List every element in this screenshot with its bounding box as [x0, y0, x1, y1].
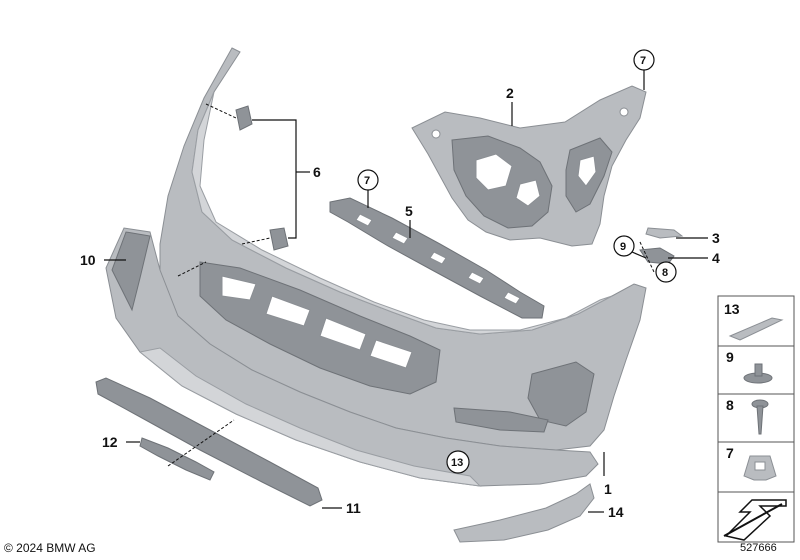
- part-2-carrier: [411, 85, 647, 247]
- svg-text:13: 13: [451, 457, 463, 469]
- circle-callout-13: 13: [446, 450, 470, 474]
- callout-2: 2: [506, 85, 514, 101]
- part-3-clip: [645, 227, 684, 239]
- circle-callout-8: 8: [655, 261, 677, 283]
- svg-text:7: 7: [640, 55, 646, 67]
- callout-3: 3: [712, 230, 720, 246]
- callout-10: 10: [80, 252, 96, 268]
- part-10-lower-lip: [105, 227, 599, 487]
- part-4-clip: [639, 247, 675, 265]
- part-6-bracket-upper: [235, 105, 253, 131]
- callout-14: 14: [608, 504, 624, 520]
- svg-text:8: 8: [662, 267, 668, 279]
- svg-text:13: 13: [724, 301, 740, 317]
- arrow-icon: [724, 499, 787, 541]
- part-6-bracket-lower: [269, 227, 289, 251]
- callout-5: 5: [405, 203, 413, 219]
- document-number: 527666: [740, 542, 777, 554]
- part-11-lower-strip: [95, 377, 323, 507]
- svg-text:9: 9: [620, 241, 626, 253]
- legend-item-9: 9: [726, 349, 773, 384]
- legend-arrow-tile: [723, 499, 787, 541]
- callout-11: 11: [346, 500, 361, 516]
- legend-item-7: 7: [726, 445, 777, 481]
- copyright-text: © 2024 BMW AG: [4, 541, 96, 555]
- callout-4: 4: [712, 250, 720, 266]
- callout-12: 12: [102, 434, 118, 450]
- part-12-insert: [139, 437, 215, 481]
- circle-callout-9: 9: [613, 235, 635, 257]
- circle-callout-7-top: 7: [633, 49, 655, 71]
- circle-callout-7-mid: 7: [357, 169, 379, 191]
- legend-item-13: 13: [724, 301, 784, 341]
- legend-panel: 13 9 8 7: [717, 295, 795, 543]
- clip-strip-icon: [728, 317, 784, 341]
- callout-6: 6: [313, 164, 321, 180]
- part-5-grille-bar: [329, 197, 545, 319]
- svg-text:7: 7: [364, 175, 370, 187]
- legend-item-8: 8: [726, 397, 769, 435]
- part-14-corner-trim: [453, 483, 595, 543]
- svg-text:9: 9: [726, 349, 734, 365]
- svg-text:8: 8: [726, 397, 734, 413]
- callout-1: 1: [604, 481, 612, 497]
- svg-text:7: 7: [726, 445, 734, 461]
